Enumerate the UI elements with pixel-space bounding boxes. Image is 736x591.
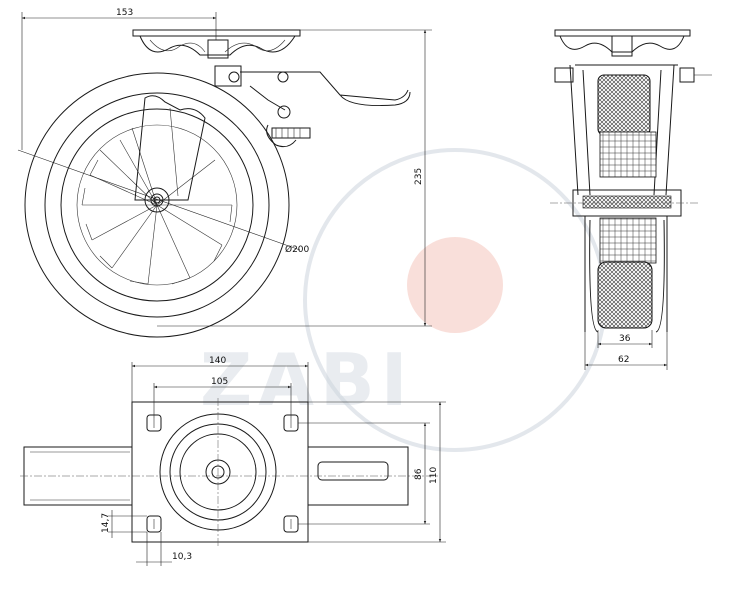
side-wheel-outer bbox=[24, 72, 290, 338]
dim-side-width: 153 bbox=[116, 8, 133, 18]
dim-plate-depth: 110 bbox=[429, 467, 439, 484]
side-view: Ø200 153 235 bbox=[17, 8, 432, 338]
dim-plate-width: 140 bbox=[209, 356, 226, 366]
dim-front-tread: 36 bbox=[619, 334, 631, 344]
watermark-text: ZABI bbox=[200, 338, 414, 422]
dim-slot-length: 14,7 bbox=[101, 513, 111, 533]
mounting-plate bbox=[131, 401, 309, 543]
dim-slot-width: 10,3 bbox=[172, 552, 192, 562]
side-fork bbox=[134, 95, 206, 201]
front-view: 36 62 bbox=[550, 29, 712, 370]
dim-bolt-spacing-x: 105 bbox=[211, 377, 228, 387]
plan-brake-pedal bbox=[307, 446, 409, 506]
side-axle-nut bbox=[144, 187, 170, 213]
dim-front-overall: 62 bbox=[618, 355, 629, 365]
dim-side-height: 235 bbox=[414, 168, 424, 185]
brake-lever bbox=[240, 71, 411, 106]
bolt-slot-bl bbox=[146, 515, 162, 533]
front-lower-tread bbox=[597, 261, 653, 329]
top-plate bbox=[132, 29, 301, 37]
swivel-housing bbox=[139, 35, 296, 56]
side-wheel-spokes bbox=[81, 127, 233, 285]
watermark: ZABI bbox=[200, 148, 607, 452]
watermark-dot bbox=[407, 237, 503, 333]
dim-bolt-spacing-y: 86 bbox=[414, 468, 424, 480]
plan-view: 140 105 86 110 14,7 10,3 bbox=[20, 356, 446, 566]
front-upper-hub bbox=[597, 74, 651, 136]
side-wheel-tread bbox=[44, 92, 270, 318]
dim-wheel-diameter: Ø200 bbox=[285, 244, 310, 255]
